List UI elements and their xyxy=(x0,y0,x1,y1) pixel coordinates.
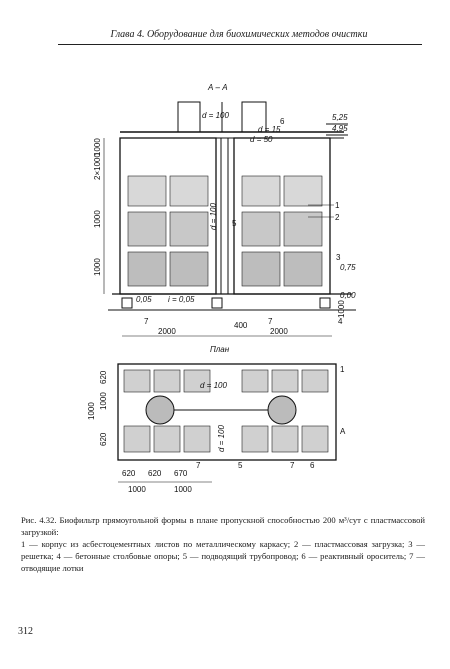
support-2 xyxy=(211,297,223,309)
level-000: 0,00 xyxy=(340,291,356,300)
left-tank-media xyxy=(127,175,209,287)
plan-media-grid xyxy=(123,369,329,453)
dim-2000-a: 2000 xyxy=(158,327,176,336)
dim-1000-right: 1000 xyxy=(337,300,346,318)
dim-1000-c: 1000 xyxy=(93,258,102,276)
figure-svg: А – А d = 100 d = 50 d = 15 6 5,25 4,95 … xyxy=(87,83,356,494)
running-header: Глава 4. Оборудование для биохимических … xyxy=(110,29,368,40)
level-005: 0,05 xyxy=(136,295,152,304)
plan-label: План xyxy=(210,345,230,354)
figure-caption: Рис. 4.32. Биофильтр прямоугольной формы… xyxy=(21,514,425,574)
dim-p670: 670 xyxy=(174,469,188,478)
mark-d100-side: d = 100 xyxy=(209,203,218,230)
callout-4: 4 xyxy=(338,317,343,326)
dim-400: 400 xyxy=(234,321,248,330)
level-i005: i = 0,05 xyxy=(168,295,195,304)
dim-p1000-l: 1000 xyxy=(99,392,108,410)
dim-p1000-b: 1000 xyxy=(128,485,146,494)
dim-p620-c: 620 xyxy=(122,469,136,478)
callout-a-plan: А xyxy=(340,427,346,436)
section-label: А – А xyxy=(207,83,228,92)
level-495: 4,95 xyxy=(332,124,348,133)
dim-p1000-c: 1000 xyxy=(174,485,192,494)
mark-d50: d = 50 xyxy=(250,135,273,144)
callout-7-b: 7 xyxy=(268,317,273,326)
support-1 xyxy=(121,297,133,309)
dim-1000-b: 1000 xyxy=(93,210,102,228)
level-525: 5,25 xyxy=(332,113,348,122)
caption-legend: 1 — корпус из асбестоцементных листов по… xyxy=(21,539,425,573)
top-pipe-left xyxy=(177,101,201,133)
right-tank-media xyxy=(241,175,323,287)
plan-outline xyxy=(117,363,337,461)
dim-p620-b: 620 xyxy=(99,432,108,446)
page-number: 312 xyxy=(18,626,33,637)
callout-5: 5 xyxy=(232,219,237,228)
callout-5-plan: 5 xyxy=(238,461,243,470)
mark-d100-plan: d = 100 xyxy=(200,381,227,390)
mark-d100-top: d = 100 xyxy=(202,111,229,120)
mark-d15: d = 15 xyxy=(258,125,281,134)
callout-1-plan: 1 xyxy=(340,365,345,374)
dim-p620-a: 620 xyxy=(99,370,108,384)
support-3 xyxy=(319,297,331,309)
level-075: 0,75 xyxy=(340,263,356,272)
header-rule xyxy=(58,44,422,45)
figure-drawing: А – А d = 100 d = 50 d = 15 6 5,25 4,95 … xyxy=(82,80,382,500)
callout-6-top: 6 xyxy=(280,117,285,126)
dim-p1000-a: 1000 xyxy=(87,402,96,420)
callout-2: 2 xyxy=(335,213,340,222)
dim-1000-a: 1000 xyxy=(93,138,102,156)
callout-7-a: 7 xyxy=(144,317,149,326)
sprinkler-right xyxy=(267,395,297,425)
dim-2x1000: 2×1000 xyxy=(93,153,102,180)
dim-p620-d: 620 xyxy=(148,469,162,478)
mark-d100-plan2: d = 100 xyxy=(217,425,226,452)
callout-6-plan: 6 xyxy=(310,461,315,470)
callout-1: 1 xyxy=(335,201,340,210)
sprinkler-left xyxy=(145,395,175,425)
caption-title: Рис. 4.32. Биофильтр прямоугольной формы… xyxy=(21,515,425,537)
top-pipe-right xyxy=(241,101,267,133)
callout-3: 3 xyxy=(336,253,341,262)
dim-2000-b: 2000 xyxy=(270,327,288,336)
callout-7-c: 7 xyxy=(196,461,201,470)
callout-7-d: 7 xyxy=(290,461,295,470)
